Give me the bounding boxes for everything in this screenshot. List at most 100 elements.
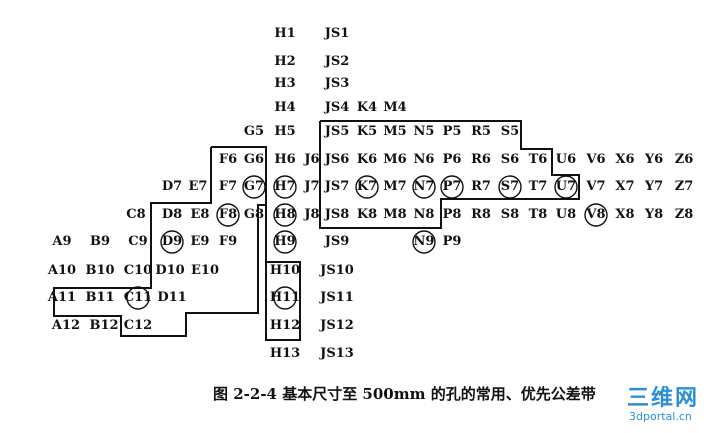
tolerance-code-a10: A10 (47, 263, 77, 278)
preferred-circle-n9 (412, 230, 436, 254)
tolerance-code-c12: C12 (123, 318, 153, 333)
tolerance-code-n9: N9 (413, 234, 435, 249)
preferred-circle-k7 (355, 175, 379, 199)
tolerance-code-u6: U6 (555, 152, 577, 167)
tolerance-code-js4: JS4 (324, 100, 350, 115)
tolerance-code-s6: S6 (500, 152, 520, 167)
tolerance-code-z7: Z7 (674, 179, 694, 194)
tolerance-code-b10: B10 (85, 263, 115, 278)
tolerance-code-d10: D10 (155, 263, 185, 278)
tolerance-code-h11: H11 (269, 290, 301, 305)
tolerance-code-g8: G8 (243, 207, 265, 222)
tolerance-code-h12: H12 (269, 318, 301, 333)
tolerance-code-c11: C11 (123, 290, 153, 305)
tolerance-code-j6: J6 (304, 152, 320, 167)
right-zone-border (319, 120, 580, 229)
tolerance-code-t6: T6 (528, 152, 548, 167)
tolerance-code-z8: Z8 (674, 207, 694, 222)
tolerance-code-m5: M5 (383, 124, 407, 139)
preferred-circle-h8 (273, 203, 297, 227)
tolerance-code-js2: JS2 (324, 54, 350, 69)
tolerance-code-e8: E8 (190, 207, 210, 222)
tolerance-code-n7: N7 (413, 179, 435, 194)
tolerance-code-n8: N8 (413, 207, 435, 222)
tolerance-code-h8: H8 (274, 207, 296, 222)
tolerance-code-t7: T7 (528, 179, 548, 194)
tolerance-code-h5: H5 (274, 124, 296, 139)
tolerance-code-h7: H7 (274, 179, 296, 194)
tolerance-code-c9: C9 (128, 234, 148, 249)
tolerance-code-k5: K5 (356, 124, 378, 139)
tolerance-code-j8: J8 (304, 207, 320, 222)
tolerance-code-j7: J7 (304, 179, 320, 194)
preferred-circle-f8 (216, 203, 240, 227)
tolerance-code-n6: N6 (413, 152, 435, 167)
watermark-mark: 三维网 (627, 386, 700, 411)
tolerance-code-k7: K7 (356, 179, 378, 194)
preferred-circle-c11 (126, 286, 150, 310)
tolerance-code-g5: G5 (243, 124, 265, 139)
tolerance-code-a12: A12 (51, 318, 81, 333)
tolerance-code-f9: F9 (218, 234, 238, 249)
tolerance-code-js11: JS11 (320, 290, 354, 305)
tolerance-code-y7: Y7 (644, 179, 664, 194)
tolerance-code-p5: P5 (442, 124, 462, 139)
tolerance-code-m7: M7 (383, 179, 407, 194)
tolerance-code-z6: Z6 (674, 152, 694, 167)
tolerance-code-r8: R8 (471, 207, 491, 222)
tolerance-code-e10: E10 (191, 263, 219, 278)
tolerance-code-js9: JS9 (324, 234, 350, 249)
tolerance-code-v6: V6 (586, 152, 606, 167)
left-zone-border (53, 146, 267, 337)
tolerance-code-k6: K6 (356, 152, 378, 167)
tolerance-code-m4: M4 (383, 100, 407, 115)
tolerance-code-r6: R6 (471, 152, 491, 167)
tolerance-code-h2: H2 (274, 54, 296, 69)
tolerance-code-n5: N5 (413, 124, 435, 139)
tolerance-code-js1: JS1 (324, 26, 350, 41)
preferred-circle-n7 (412, 175, 436, 199)
tolerance-code-p9: P9 (442, 234, 462, 249)
figure-caption: 图 2-2-4 基本尺寸至 500mm 的孔的常用、优先公差带 (213, 385, 596, 403)
tolerance-code-s7: S7 (500, 179, 520, 194)
tolerance-code-k4: K4 (356, 100, 378, 115)
tolerance-code-h13: H13 (269, 346, 301, 361)
watermark-url: 3dportal.cn (629, 410, 692, 423)
tolerance-code-d9: D9 (161, 234, 183, 249)
tolerance-code-h10: H10 (269, 263, 301, 278)
tolerance-code-u7: U7 (555, 179, 577, 194)
tolerance-code-f7: F7 (218, 179, 238, 194)
tolerance-code-s5: S5 (500, 124, 520, 139)
tolerance-code-s8: S8 (500, 207, 520, 222)
tolerance-code-c10: C10 (123, 263, 153, 278)
tolerance-code-g6: G6 (243, 152, 265, 167)
tolerance-code-p6: P6 (442, 152, 462, 167)
preferred-circle-h11 (273, 286, 297, 310)
tolerance-code-js3: JS3 (324, 76, 350, 91)
tolerance-code-x7: X7 (615, 179, 635, 194)
preferred-circle-h7 (273, 175, 297, 199)
tolerance-code-b12: B12 (89, 318, 119, 333)
tolerance-code-h1: H1 (274, 26, 296, 41)
preferred-circle-s7 (498, 175, 522, 199)
preferred-circle-d9 (160, 230, 184, 254)
tolerance-code-g7: G7 (243, 179, 265, 194)
tolerance-code-x6: X6 (615, 152, 635, 167)
preferred-circle-h9 (273, 230, 297, 254)
tolerance-code-f8: F8 (218, 207, 238, 222)
tolerance-code-d11: D11 (157, 290, 187, 305)
tolerance-code-js7: JS7 (324, 179, 350, 194)
tolerance-code-u8: U8 (555, 207, 577, 222)
tolerance-code-e7: E7 (188, 179, 208, 194)
preferred-circle-g7 (242, 175, 266, 199)
preferred-circle-v8 (584, 203, 608, 227)
tolerance-code-y8: Y8 (644, 207, 664, 222)
tolerance-code-p7: P7 (442, 179, 462, 194)
tolerance-code-js13: JS13 (320, 346, 354, 361)
tolerance-code-d8: D8 (161, 207, 183, 222)
tolerance-code-a11: A11 (47, 290, 77, 305)
tolerance-code-p8: P8 (442, 207, 462, 222)
tolerance-code-h6: H6 (274, 152, 296, 167)
tolerance-code-d7: D7 (161, 179, 183, 194)
